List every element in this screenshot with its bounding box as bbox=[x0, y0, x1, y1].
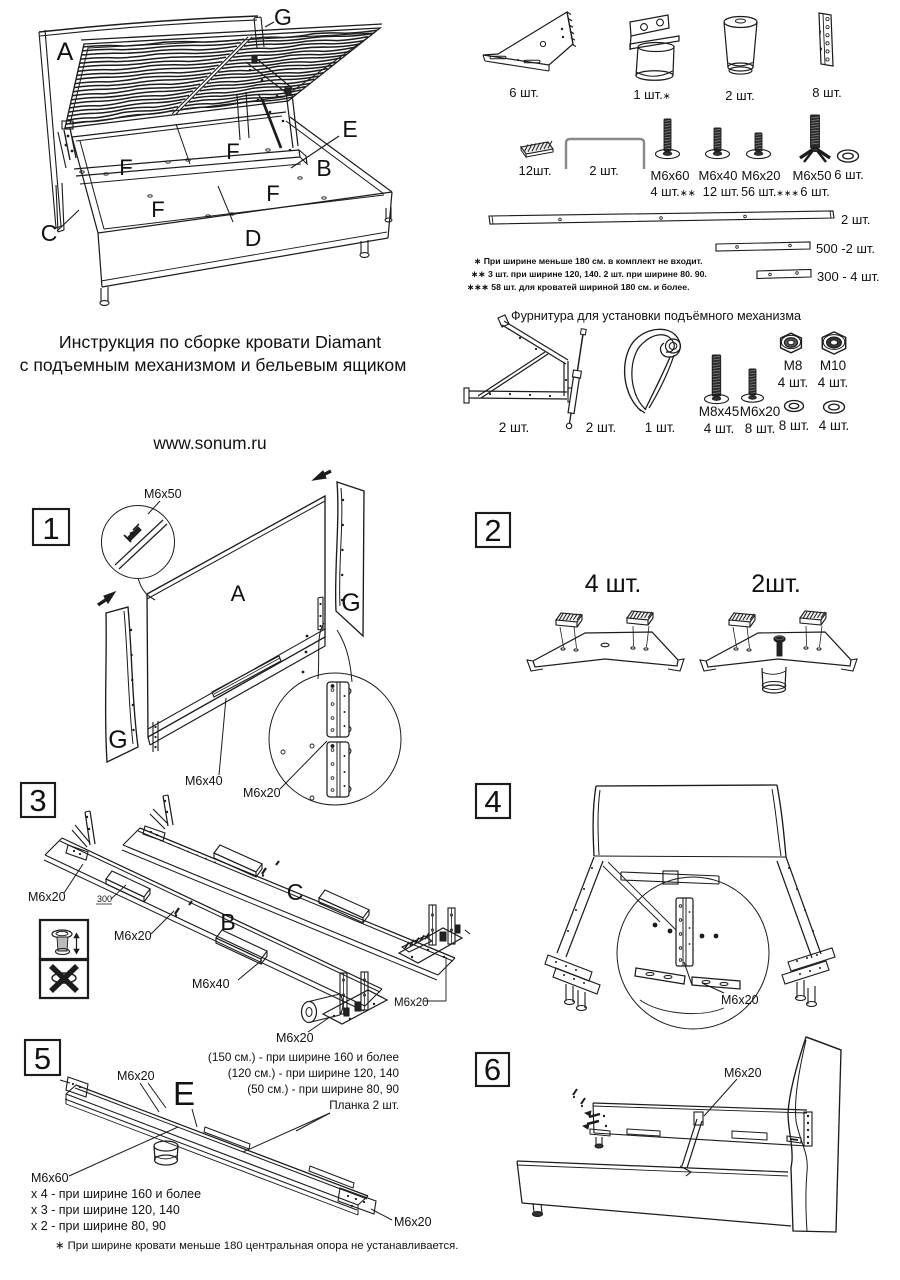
svg-text:12 шт.: 12 шт. bbox=[703, 184, 740, 199]
svg-text:Планка 2 шт.: Планка 2 шт. bbox=[329, 1099, 399, 1112]
svg-text:2 шт.: 2 шт. bbox=[725, 88, 754, 103]
svg-text:C: C bbox=[287, 879, 304, 905]
svg-text:M6x20: M6x20 bbox=[276, 1031, 314, 1045]
svg-text:M6x20: M6x20 bbox=[740, 404, 781, 419]
svg-text:(120 см.) - при ширине 120, 14: (120 см.) - при ширине 120, 140 bbox=[228, 1067, 400, 1080]
svg-text:4 шт.: 4 шт. bbox=[819, 418, 850, 433]
svg-text:4 шт.: 4 шт. bbox=[818, 375, 849, 390]
svg-text:M10: M10 bbox=[820, 358, 846, 373]
svg-text:3: 3 bbox=[29, 783, 46, 818]
svg-text:Фурнитура для установки подъём: Фурнитура для установки подъёмного механ… bbox=[511, 309, 801, 323]
svg-text:D: D bbox=[245, 225, 262, 251]
svg-text:M6x20: M6x20 bbox=[741, 168, 780, 183]
svg-text:6: 6 bbox=[484, 1052, 501, 1087]
svg-text:1: 1 bbox=[42, 511, 59, 546]
svg-text:с подъемным механизмом и белье: с подъемным механизмом и бельевым ящиком bbox=[20, 355, 407, 375]
svg-text:www.sonum.ru: www.sonum.ru bbox=[152, 433, 266, 453]
svg-text:4 шт.: 4 шт. bbox=[704, 421, 735, 436]
svg-text:M6x20: M6x20 bbox=[117, 1069, 155, 1083]
svg-text:2 шт.: 2 шт. bbox=[589, 163, 618, 178]
svg-text:6 шт.: 6 шт. bbox=[800, 184, 829, 199]
svg-text:B: B bbox=[220, 909, 235, 935]
svg-text:M6x20: M6x20 bbox=[394, 997, 429, 1009]
svg-text:G: G bbox=[341, 589, 360, 617]
svg-text:G: G bbox=[274, 4, 292, 30]
svg-text:M8x45: M8x45 bbox=[699, 404, 740, 419]
svg-text:M6x50: M6x50 bbox=[144, 487, 182, 501]
svg-text:M6x40: M6x40 bbox=[185, 774, 223, 788]
svg-text:M6x20: M6x20 bbox=[724, 1066, 762, 1080]
svg-text:M6x20: M6x20 bbox=[721, 993, 759, 1007]
svg-text:G: G bbox=[108, 726, 127, 754]
svg-text:300 - 4 шт.: 300 - 4 шт. bbox=[817, 269, 880, 284]
svg-text:E: E bbox=[342, 116, 357, 142]
svg-text:M6x40: M6x40 bbox=[192, 977, 230, 991]
svg-text:12шт.: 12шт. bbox=[518, 163, 551, 178]
svg-text:2: 2 bbox=[484, 513, 501, 548]
svg-text:M6x60: M6x60 bbox=[650, 168, 689, 183]
svg-text:Инструкция по сборке кровати D: Инструкция по сборке кровати Diamant bbox=[59, 332, 381, 352]
svg-text:1 шт.∗: 1 шт.∗ bbox=[633, 87, 670, 102]
svg-text:300: 300 bbox=[97, 894, 112, 904]
svg-text:4 шт.: 4 шт. bbox=[585, 570, 642, 598]
svg-text:(50 см.) - при ширине 80, 90: (50 см.) - при ширине 80, 90 bbox=[247, 1083, 399, 1096]
svg-text:4: 4 bbox=[484, 784, 501, 819]
svg-text:F: F bbox=[119, 155, 132, 180]
svg-text:∗ При ширине кровати меньше 18: ∗ При ширине кровати меньше 180 централь… bbox=[55, 1240, 458, 1252]
svg-text:F: F bbox=[266, 181, 279, 206]
svg-text:M6x60: M6x60 bbox=[31, 1171, 69, 1185]
svg-text:2 шт.: 2 шт. bbox=[499, 420, 530, 435]
svg-text:6 шт.: 6 шт. bbox=[509, 85, 538, 100]
svg-text:∗∗ 3 шт. при ширине 120, 140.: ∗∗ 3 шт. при ширине 120, 140. 2 шт. при … bbox=[471, 269, 707, 279]
svg-text:B: B bbox=[316, 155, 331, 181]
svg-text:х 2 - при ширине 80, 90: х 2 - при ширине 80, 90 bbox=[31, 1219, 166, 1233]
svg-text:4 шт.: 4 шт. bbox=[778, 375, 809, 390]
svg-text:∗∗∗ 58 шт. для кроватей ширино: ∗∗∗ 58 шт. для кроватей шириной 180 см. … bbox=[467, 282, 689, 292]
svg-text:6 шт.: 6 шт. bbox=[834, 167, 863, 182]
svg-text:M6x20: M6x20 bbox=[114, 929, 152, 943]
svg-text:5: 5 bbox=[34, 1041, 51, 1076]
svg-text:х 3 - при ширине 120, 140: х 3 - при ширине 120, 140 bbox=[31, 1203, 180, 1217]
svg-text:E: E bbox=[173, 1075, 195, 1112]
svg-text:C: C bbox=[41, 220, 58, 246]
svg-text:4 шт.∗∗: 4 шт.∗∗ bbox=[650, 184, 695, 199]
svg-text:M6x20: M6x20 bbox=[28, 890, 66, 904]
svg-text:F: F bbox=[151, 197, 164, 222]
svg-text:M6x50: M6x50 bbox=[792, 168, 831, 183]
svg-text:A: A bbox=[231, 581, 246, 606]
svg-text:500 -2 шт.: 500 -2 шт. bbox=[816, 241, 875, 256]
svg-text:M8: M8 bbox=[784, 358, 803, 373]
svg-text:8 шт.: 8 шт. bbox=[779, 418, 810, 433]
svg-text:A: A bbox=[57, 38, 74, 66]
svg-text:∗ При ширине меньше 180 см. в: ∗ При ширине меньше 180 см. в комплект н… bbox=[474, 256, 703, 266]
svg-text:1 шт.: 1 шт. bbox=[645, 420, 676, 435]
svg-text:(150 см.) - при ширине 160 и б: (150 см.) - при ширине 160 и более bbox=[208, 1051, 399, 1064]
svg-text:M6x20: M6x20 bbox=[243, 786, 281, 800]
svg-text:F: F bbox=[226, 139, 239, 164]
svg-text:2шт.: 2шт. bbox=[751, 570, 801, 598]
svg-text:2 шт.: 2 шт. bbox=[586, 420, 617, 435]
svg-text:56 шт.∗∗∗: 56 шт.∗∗∗ bbox=[741, 185, 799, 199]
svg-text:M6x40: M6x40 bbox=[698, 168, 737, 183]
svg-text:2 шт.: 2 шт. bbox=[841, 212, 870, 227]
svg-text:8 шт.: 8 шт. bbox=[745, 421, 776, 436]
svg-text:х 4 - при ширине 160 и более: х 4 - при ширине 160 и более bbox=[31, 1187, 201, 1201]
svg-text:M6x20: M6x20 bbox=[394, 1215, 432, 1229]
svg-text:8 шт.: 8 шт. bbox=[812, 85, 841, 100]
